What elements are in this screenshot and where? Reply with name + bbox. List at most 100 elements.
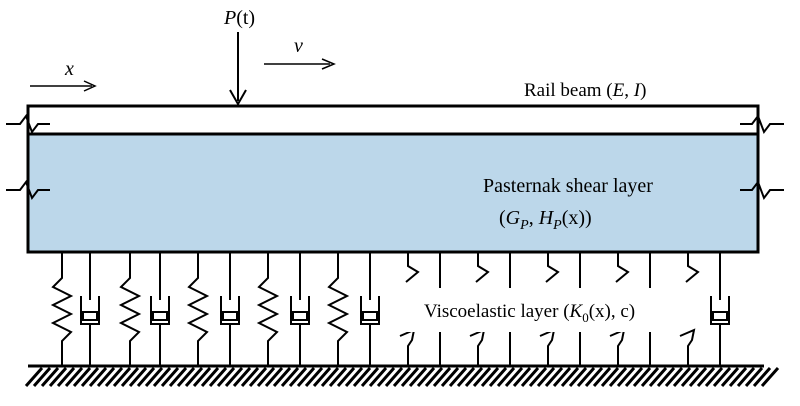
break-mark-layer-right (740, 179, 784, 201)
hatch-line (536, 367, 556, 387)
viscoelastic-label-backing (404, 288, 686, 332)
damper-piston (222, 311, 238, 321)
hatch-line (112, 367, 132, 387)
hatch-line (200, 367, 220, 387)
hatch-line (240, 367, 260, 387)
hatch-line (448, 367, 468, 387)
hatch-line (376, 367, 396, 387)
hatch-line (472, 367, 492, 387)
spring (50, 252, 74, 366)
hatch-line (488, 367, 508, 387)
damper-piston (152, 311, 168, 321)
hatch-line (760, 367, 780, 387)
hatch-line (384, 367, 404, 387)
hatch-line (136, 367, 156, 387)
hatch-line (504, 367, 524, 387)
hatch-line (552, 367, 572, 387)
spring-element (256, 252, 280, 366)
pasternak-params-label: (GP, HP(x)) (499, 207, 592, 233)
hatch-line (368, 367, 388, 387)
hatch-line (184, 367, 204, 387)
hatch-line (48, 367, 68, 387)
hatch-line (416, 367, 436, 387)
hatch-line (264, 367, 284, 387)
hatch-line (280, 367, 300, 387)
hatch-line (144, 367, 164, 387)
hatch-line (40, 367, 60, 387)
hatch-line (560, 367, 580, 387)
hatch-line (160, 367, 180, 387)
spring-lower-stub (469, 328, 486, 366)
hatch-line (528, 367, 548, 387)
hatch-line (616, 367, 636, 387)
hatch-line (584, 367, 604, 387)
hatch-line (120, 367, 140, 387)
hatch-line (600, 367, 620, 387)
hatch-line (312, 367, 332, 387)
hatch-line (720, 367, 740, 387)
damper-element (290, 252, 310, 366)
hatch-line (576, 367, 596, 387)
pasternak-layer (26, 132, 760, 254)
hatch-line (80, 367, 100, 387)
hatch-line (224, 367, 244, 387)
load-arrowhead (229, 89, 247, 107)
hatch-line (168, 367, 188, 387)
spring-lower-stub (679, 328, 696, 366)
hatch-line (608, 367, 628, 387)
hatch-line (632, 367, 652, 387)
damper-element (360, 252, 380, 366)
hatch-line (32, 367, 52, 387)
spring-lower-stub (609, 328, 626, 366)
hatch-line (680, 367, 700, 387)
damper-element (80, 252, 100, 366)
hatch-line (72, 367, 92, 387)
hatch-line (592, 367, 612, 387)
hatch-line (736, 367, 756, 387)
spring-lower-stub (399, 328, 416, 366)
hatch-line (360, 367, 380, 387)
hatch-line (248, 367, 268, 387)
spring-upper-stub (545, 252, 560, 283)
hatch-line (288, 367, 308, 387)
hatch-line (728, 367, 748, 387)
hatch-line (152, 367, 172, 387)
hatch-line (752, 367, 772, 387)
spring-element (118, 252, 142, 366)
hatch-line (640, 367, 660, 387)
break-mark-rail-right (740, 113, 784, 135)
hatch-line (272, 367, 292, 387)
hatch-line (648, 367, 668, 387)
x-label: x (64, 58, 74, 80)
hatch-line (256, 367, 276, 387)
hatch-line (192, 367, 212, 387)
rail-beam (26, 104, 760, 136)
hatch-line (672, 367, 692, 387)
hatch-line (688, 367, 708, 387)
hatch-line (704, 367, 724, 387)
hatch-line (624, 367, 644, 387)
hatch-line (712, 367, 732, 387)
ground-hatching (24, 367, 780, 387)
hatch-line (24, 367, 44, 387)
hatch-line (216, 367, 236, 387)
pasternak-label: Pasternak shear layer (483, 175, 653, 197)
hatch-line (464, 367, 484, 387)
spring-upper-stub (475, 252, 490, 283)
break-mark-rail-left (6, 113, 50, 135)
hatch-line (432, 367, 452, 387)
spring (118, 252, 142, 366)
hatch-line (392, 367, 412, 387)
load-label: P(t) (223, 7, 255, 29)
spring-upper-stub (685, 252, 700, 283)
x-arrowhead (83, 80, 97, 92)
damper-element (710, 252, 730, 366)
break-mark-layer-left (6, 179, 50, 201)
spring-upper-stub (615, 252, 630, 283)
rail-beam-label: Rail beam (E, I) (524, 80, 646, 101)
hatch-line (440, 367, 460, 387)
hatch-line (176, 367, 196, 387)
damper-element (220, 252, 240, 366)
